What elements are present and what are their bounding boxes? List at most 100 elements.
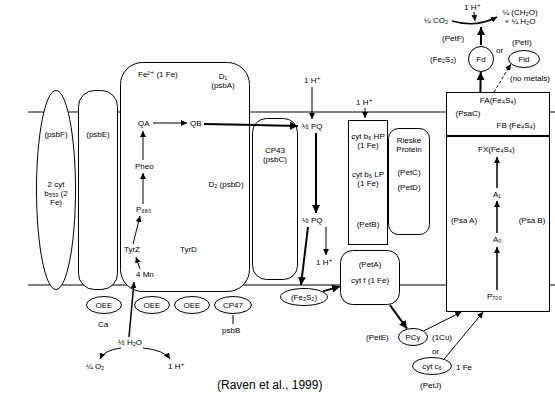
figure-caption: (Raven et al., 1999)	[217, 378, 322, 392]
subunit-shape	[281, 289, 328, 306]
cofactor-label: A₀	[493, 235, 502, 244]
protein-subunit: OEE	[86, 296, 122, 314]
proton-arrow	[312, 87, 313, 119]
subunit-label: cyt b₆ HP (1 Fe)	[350, 132, 386, 150]
cofactor-label: 1 H⁺	[316, 258, 333, 267]
electron-arrow	[479, 72, 481, 92]
leader-line	[233, 315, 234, 324]
protein-subunit: cyt c₆	[412, 357, 452, 375]
cofactor-label: FX(Fe₄S₄)	[478, 145, 515, 154]
subunit-label: OEE	[87, 301, 121, 310]
subunit-label: (PetD)	[390, 183, 428, 192]
cofactor-label: (PetJ)	[420, 381, 441, 390]
cofactor-label: ¼ O₂	[86, 362, 104, 371]
subunit-label: Rieske Protein	[390, 136, 428, 154]
electron-arrow	[204, 124, 298, 126]
cofactor-label: A₁	[493, 190, 501, 199]
protein-subunit: Fd	[468, 46, 494, 72]
cofactor-label: ½ H₂O	[118, 338, 142, 347]
subunit-shape	[37, 91, 76, 290]
cofactor-label: ½ PQ	[302, 216, 322, 225]
cofactor-label: ¼ CO₂	[424, 16, 448, 25]
cofactor-label: Pheo	[135, 162, 154, 171]
subunit-shape	[389, 129, 430, 235]
subunit-shape	[447, 137, 550, 312]
subunit-shape	[87, 297, 122, 314]
subunit-shape	[447, 93, 550, 136]
subunit-label: (PetB)	[350, 220, 386, 229]
subunit-shape	[215, 297, 252, 314]
electron-arrow	[480, 27, 482, 45]
cofactor-label: 1 H⁺	[304, 76, 321, 85]
subunit-label: Fld	[509, 55, 539, 64]
electron-arrow	[301, 227, 308, 285]
protein-subunit: cyt b₆ HP (1 Fe)cyt b₆ LP (1 Fe)(PetB)	[348, 120, 388, 245]
subunit-label: 2 cyt b₅₅₉ (2 Fe)	[43, 180, 69, 207]
protein-subunit: (PetA) cyt f (1 Fe)	[340, 250, 400, 305]
cofactor-label: (PetE)	[366, 333, 389, 342]
cofactor-label: (PetF)	[442, 34, 464, 43]
subunit-label: CP43 (psbC)	[255, 146, 295, 164]
electron-arrow	[133, 216, 140, 244]
protein-subunit: OEE	[134, 296, 170, 314]
cofactor-label: (PetI)	[512, 38, 532, 47]
cofactor-label: QB	[190, 119, 202, 128]
electron-arrow	[494, 64, 511, 92]
subunit-shape	[509, 51, 540, 68]
electron-arrow	[496, 247, 498, 290]
subunit-shape	[349, 121, 388, 245]
cofactor-label: or	[496, 46, 503, 55]
subunit-label: Fd	[469, 55, 493, 64]
electron-arrow	[424, 312, 462, 331]
subunit-label: (Fe₂S₂)	[282, 293, 326, 302]
cofactor-label: 1 H⁺	[356, 98, 373, 107]
subunit-label: (PetA)	[342, 260, 398, 269]
subunit-shape	[135, 297, 170, 314]
cofactor-label: 1 H⁺	[168, 362, 185, 371]
protein-subunit: CP47	[214, 296, 252, 314]
electron-arrow	[136, 257, 140, 269]
cofactor-label: 4 Mn	[136, 270, 154, 279]
subunit-label: PCy	[399, 333, 427, 342]
protein-subunit: (psbE)	[78, 90, 118, 290]
subunit-label: CP47	[215, 301, 251, 310]
subunit-shape	[121, 63, 250, 292]
subunit-shape	[413, 358, 452, 375]
subunit-shape	[253, 119, 298, 280]
cofactor-label: or	[432, 347, 439, 356]
subunit-label: OEE	[175, 301, 209, 310]
protein-subunit: (psbF) 2 cyt b₅₅₉ (2 Fe)	[36, 90, 76, 290]
subunit-label: cyt c₆	[413, 362, 451, 371]
subunit-label: D₁ (psbA)	[208, 72, 238, 90]
electron-arrow	[496, 157, 498, 188]
subunit-shape	[79, 91, 118, 290]
subunit-shape	[469, 47, 494, 72]
protein-subunit: OEE	[174, 296, 210, 314]
electron-arrow	[153, 123, 187, 124]
cofactor-label: (no metals)	[510, 74, 550, 83]
cofactor-label: 1 H⁺	[464, 3, 481, 12]
subunit-shape	[341, 251, 400, 305]
subunit-label: cyt f (1 Fe)	[342, 276, 398, 285]
cofactor-label: QA	[138, 119, 150, 128]
subunit-label: FB (Fe₄S₄)	[486, 121, 546, 130]
electron-arrow	[315, 133, 317, 213]
subunit-label: (PsaC)	[448, 109, 488, 118]
subunit-label: (psbF)	[39, 130, 73, 139]
cofactor-label: Ca	[98, 320, 108, 329]
protein-subunit: (Fe₂S₂)	[280, 288, 328, 306]
subunit-label: FA(Fe₄S₄)	[448, 96, 548, 105]
product-arrow	[100, 348, 121, 359]
protein-subunit: Fld	[508, 50, 540, 68]
electron-arrow	[390, 305, 407, 329]
cofactor-label: ¼ (CH₂O) + ¼ H₂O	[500, 8, 540, 26]
subunit-outline	[120, 62, 250, 292]
cofactor-label: P₆₈₀	[136, 205, 151, 214]
electron-arrow	[496, 201, 498, 233]
proton-arrow	[326, 227, 327, 255]
protein-subunit: (Psa A)(Psa B)	[446, 136, 550, 312]
reaction-arrow	[452, 17, 497, 24]
subunit-outline	[78, 90, 118, 290]
electron-arrow	[129, 282, 134, 337]
